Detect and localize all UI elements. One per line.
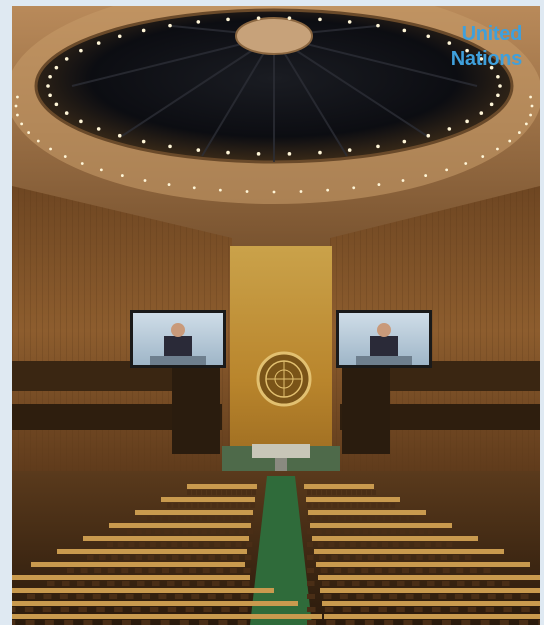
green-aisle (250, 476, 312, 625)
left-screen (130, 310, 226, 368)
right-screen (336, 310, 432, 368)
emblem-icon (256, 351, 312, 407)
caption: United Nations (450, 22, 523, 72)
caption-line-1: United (461, 23, 523, 45)
photo-frame: United Nations (12, 6, 540, 625)
hall-photo (12, 6, 540, 625)
caption-line-2: Nations (450, 48, 523, 70)
